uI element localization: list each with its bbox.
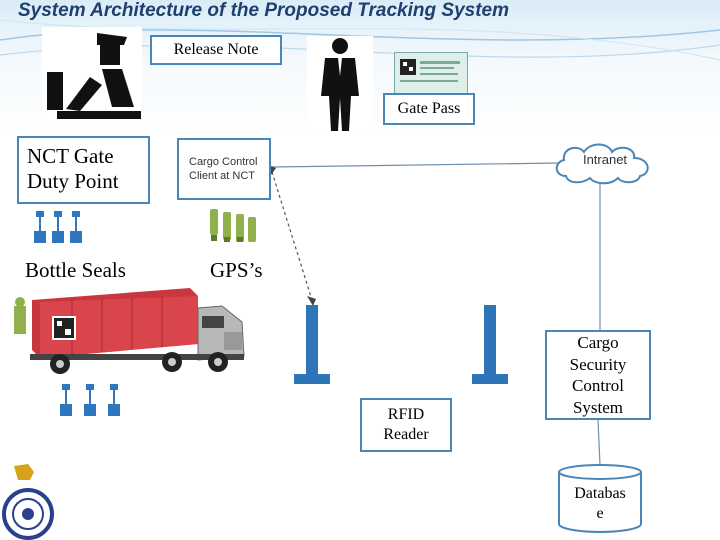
bottle-seals-top — [34, 211, 86, 243]
gate-pass-box: Gate Pass — [383, 93, 475, 125]
nct-gate-line2: Duty Point — [27, 169, 119, 193]
cargo-control-client-box: Cargo Control Client at NCT — [177, 138, 271, 200]
nct-gate-line1: NCT Gate — [27, 144, 114, 168]
rfid-line1: RFID — [387, 406, 425, 423]
bottle-seals-label: Bottle Seals — [25, 258, 126, 282]
cloud-icon — [555, 143, 649, 185]
intranet-cloud: Intranet — [552, 140, 658, 186]
database-line2: e — [596, 505, 604, 522]
truck-icon — [12, 288, 250, 378]
gate-pass-label: Gate Pass — [397, 100, 461, 117]
customs-officer-icon — [42, 27, 142, 123]
cscs-line3: Control — [572, 376, 624, 395]
businessman-icon — [307, 36, 373, 132]
emblem-logo — [0, 462, 56, 540]
gate-pass-card-icon — [394, 52, 468, 94]
cscs-line1: Cargo — [577, 333, 619, 352]
intranet-label: Intranet — [582, 152, 628, 167]
release-note-box: Release Note — [150, 35, 282, 65]
gps-label: GPS’s — [210, 258, 263, 282]
cargo-security-control-system-box: Cargo Security Control System — [545, 330, 651, 420]
database-icon: Databas e — [557, 464, 643, 534]
database-line1: Databas — [574, 485, 626, 502]
bottle-seals-bottom — [60, 384, 124, 416]
cargo-client-line2: Client at NCT — [189, 170, 256, 182]
cargo-client-line1: Cargo Control — [189, 156, 258, 168]
nct-gate-duty-point-box: NCT Gate Duty Point — [17, 136, 150, 204]
rfid-line2: Reader — [383, 426, 429, 443]
gps-device-icon — [208, 209, 258, 243]
slide-title: System Architecture of the Proposed Trac… — [18, 0, 509, 21]
rfid-reader-box: RFID Reader — [360, 398, 452, 452]
cscs-line4: System — [572, 397, 624, 417]
cscs-line2: Security — [569, 354, 627, 374]
release-note-label: Release Note — [173, 41, 259, 58]
